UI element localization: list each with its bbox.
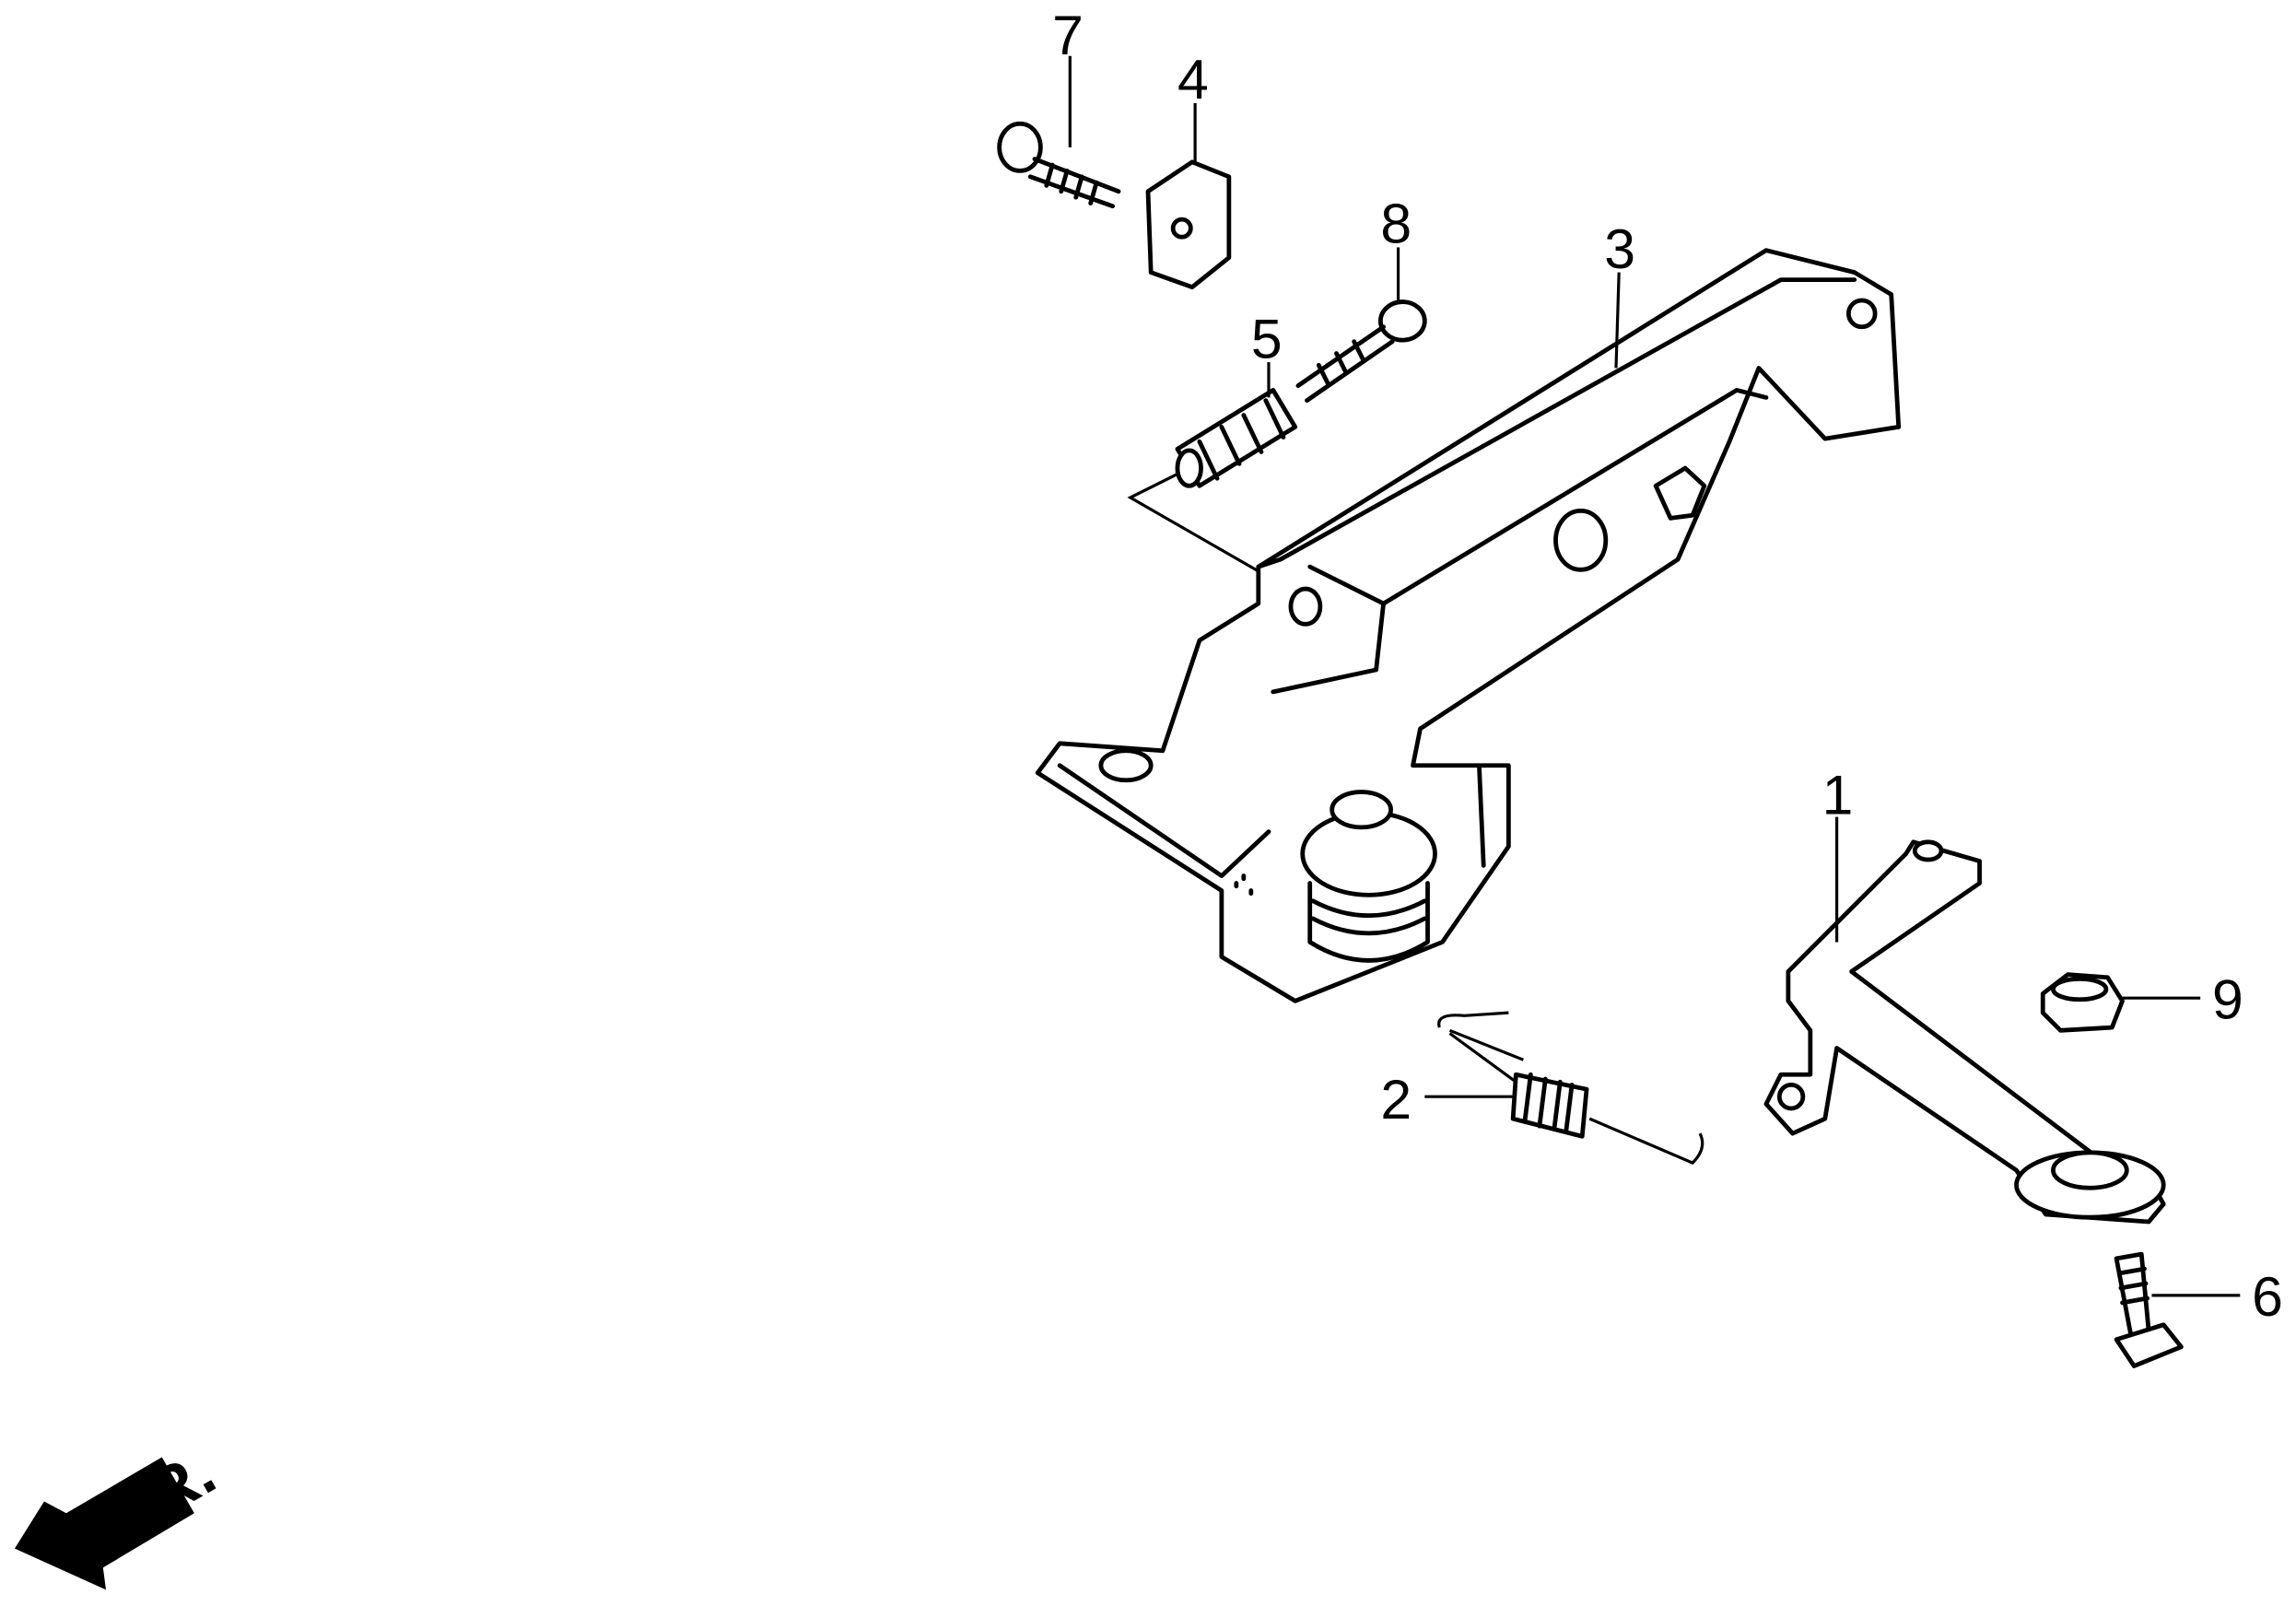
callout-5: 5 [1251, 307, 1283, 369]
part-2-return-spring[interactable] [441, 1011, 1704, 1165]
callout-7: 7 [1052, 4, 1084, 66]
callout-9: 9 [2212, 968, 2243, 1031]
callout-2: 2 [1380, 1068, 1412, 1131]
front-direction-indicator: FR. [14, 1435, 227, 1590]
part-9-nut[interactable] [2040, 972, 2201, 1033]
part-1-lever-bracket[interactable] [1763, 816, 2166, 1225]
part-7-flange-bolt[interactable] [997, 55, 1121, 209]
front-arrow-icon [14, 1457, 194, 1590]
part-4-cable-clamp[interactable] [1145, 102, 1232, 289]
part-3-control-base[interactable] [1035, 248, 1902, 1003]
part-8-screw[interactable] [1295, 247, 1427, 403]
callout-1: 1 [1822, 763, 1854, 826]
callout-6: 6 [2252, 1265, 2283, 1328]
part-6-bolt[interactable] [2114, 1251, 2296, 1368]
callout-4: 4 [1177, 48, 1209, 111]
part-5-spring[interactable] [1127, 362, 1298, 573]
callout-8: 8 [1380, 193, 1412, 255]
callout-3: 3 [1604, 217, 1635, 280]
